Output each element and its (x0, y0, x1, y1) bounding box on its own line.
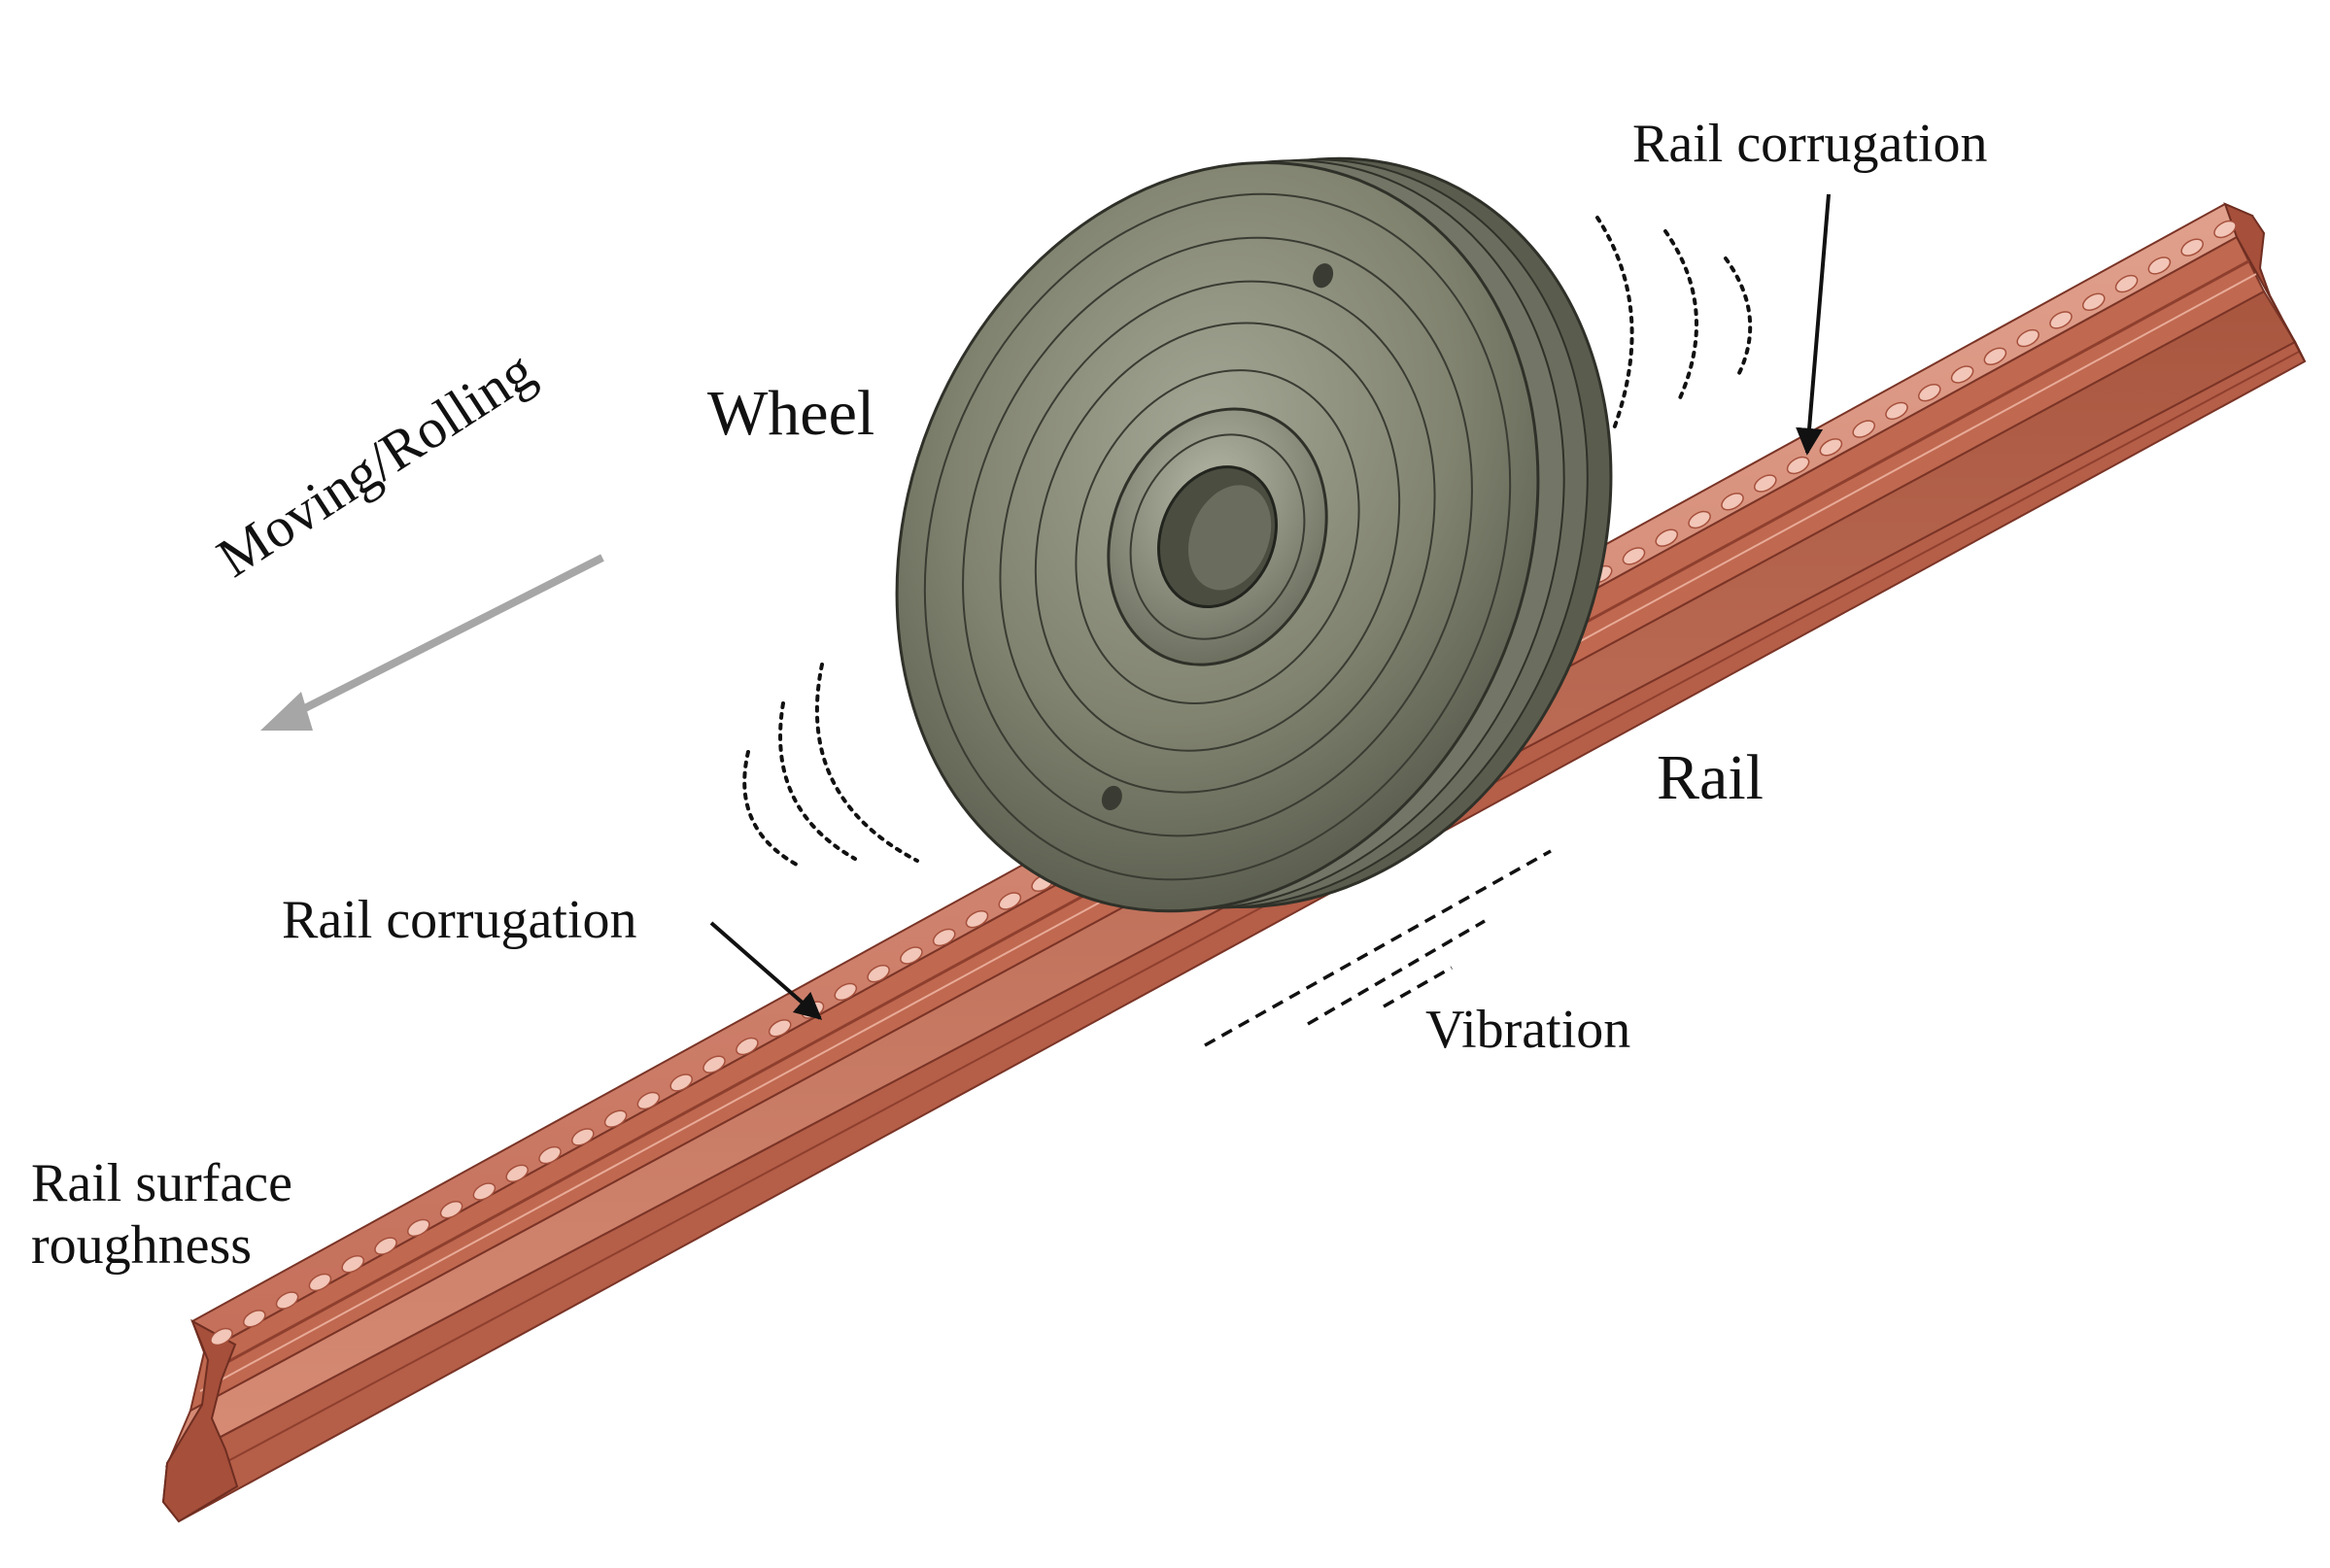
corrugation-spot (1688, 510, 1711, 529)
corrugation-spot (603, 1109, 628, 1128)
corrugation-spot (243, 1310, 266, 1328)
corrugation-spot (834, 982, 858, 1002)
corrugation-spot (932, 928, 956, 947)
wheel-hole-top (1313, 263, 1334, 289)
vibration-arcs-left (742, 663, 919, 867)
corrugation-spot (900, 946, 923, 965)
corrugation-spot (1721, 493, 1744, 511)
corrugation-spot (439, 1201, 463, 1219)
corrugation-spot (308, 1273, 332, 1292)
corrugation-spot (2049, 311, 2073, 329)
corrugation-spot (1786, 456, 1810, 475)
corrugation-spot (2147, 256, 2172, 275)
vibration-label: Vibration (1425, 1000, 1631, 1060)
corrugation-spot (275, 1291, 299, 1310)
rail-end-profile-right (2223, 202, 2306, 362)
corrugation-spot (998, 892, 1022, 910)
rail-surface-roughness-line2: roughness (31, 1215, 253, 1277)
rail-corrugation-left-pointer (709, 921, 823, 1020)
corrugation-spot (2180, 238, 2204, 256)
corrugation-spot (669, 1074, 693, 1092)
wheel (895, 156, 1613, 913)
corrugation-spot (1622, 547, 1646, 565)
corrugation-spot (1983, 347, 2007, 365)
corrugation-spot (407, 1218, 430, 1238)
corrugation-spot (736, 1037, 759, 1056)
corrugation-spot (505, 1164, 529, 1182)
corrugation-spot (1918, 384, 1941, 402)
rail-corrugation-label-top: Rail corrugation (1632, 114, 1988, 174)
corrugation-spot (1655, 528, 1679, 547)
corrugation-spot (2213, 220, 2237, 239)
moving-direction-arrow (260, 554, 604, 731)
wheel-hole-bottom (1101, 785, 1122, 811)
rail-surface-roughness-line1: Rail surface (31, 1153, 292, 1213)
corrugation-spot (965, 910, 989, 929)
corrugation-spot (1852, 420, 1875, 438)
corrugation-spot (2114, 274, 2139, 293)
rail-label: Rail (1657, 742, 1764, 813)
corrugation-spot (472, 1182, 497, 1201)
rail-end-profile (161, 1318, 239, 1523)
corrugation-spot (2016, 328, 2039, 348)
corrugation-spot (702, 1055, 726, 1074)
corrugation-spot (571, 1128, 595, 1146)
corrugation-spot (1754, 474, 1777, 493)
corrugation-spot (1950, 365, 1974, 384)
vibration-arcs-right (1595, 216, 1753, 433)
corrugation-spot (538, 1145, 562, 1165)
corrugation-spot (341, 1255, 364, 1274)
corrugation-spot (1885, 401, 1908, 421)
vibration-lines (1204, 849, 1552, 1047)
corrugation-spot (210, 1327, 233, 1346)
corrugation-spot (867, 965, 890, 983)
corrugation-spot (2082, 292, 2106, 311)
corrugation-spot (374, 1237, 397, 1255)
corrugation-spot (636, 1091, 661, 1110)
corrugation-spot (768, 1019, 792, 1038)
rail-corrugation-label-left: Rail corrugation (282, 890, 637, 950)
wheel-label: Wheel (707, 378, 875, 449)
rail-corrugation-top-pointer (1796, 193, 1831, 456)
rail-surface-roughness-label: Rail surface roughness (31, 1152, 292, 1278)
